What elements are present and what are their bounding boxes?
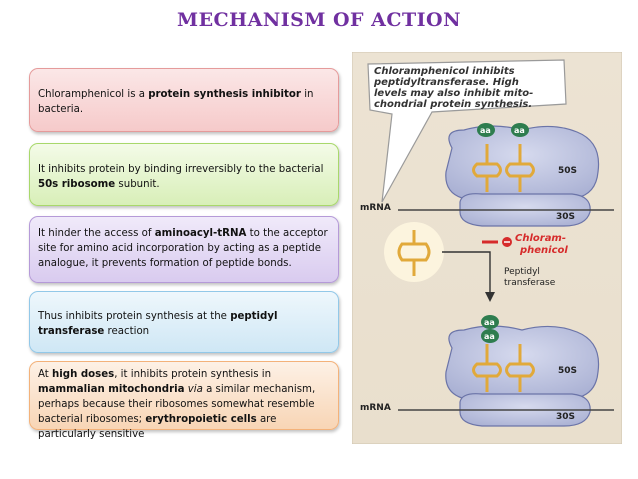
callout-line-2: peptidyltransferase. High [373, 77, 519, 88]
large-subunit-bottom [445, 325, 600, 399]
ribosome-bottom: 50S 30S aa aa mRNA [360, 315, 614, 427]
trna-right-bottom [505, 344, 535, 392]
arrow-head-icon [485, 292, 495, 302]
aa-badge-bottom-2 [481, 329, 499, 343]
enzyme-label-line2: transferase [504, 278, 556, 288]
large-subunit-top [445, 125, 600, 199]
callout-bubble [367, 59, 567, 203]
info-box-aminoacyl-trna: It hinder the access of aminoacyl-tRNA t… [29, 216, 339, 283]
aa-badge-bottom-1 [481, 315, 499, 329]
reaction-arrow [442, 251, 491, 298]
ribosome-top: 50S 30S aa aa mRNA [360, 123, 614, 227]
svg-text:aa: aa [484, 332, 495, 341]
info-box-peptidyl-transferase: Thus inhibits protein synthesis at the p… [29, 291, 339, 353]
mrna-label-bottom: mRNA [360, 403, 391, 413]
ribosome-diagram: Chloramphenicol inhibits peptidyltransfe… [351, 51, 623, 445]
callout-line-3: levels may also inhibit mito- [374, 88, 533, 99]
trna-right-top [505, 144, 535, 192]
drug-label-line2: phenicol [519, 245, 568, 256]
enzyme-label-line1: Peptidyl [504, 267, 540, 277]
callout-line-1: Chloramphenicol inhibits [374, 66, 515, 77]
trna-left-top [472, 144, 502, 192]
info-box-high-doses: At high doses, it inhibits protein synth… [29, 361, 339, 440]
label-50s-top: 50S [558, 166, 577, 176]
mrna-label-top: mRNA [360, 203, 391, 213]
drug-label-line1: Chloram- [515, 233, 566, 244]
page-title: MECHANISM OF ACTION [177, 9, 461, 31]
svg-text:aa: aa [480, 126, 491, 135]
aa-badge-right [511, 123, 529, 137]
svg-text:aa: aa [514, 126, 525, 135]
trna-left-bottom [472, 344, 502, 392]
callout-line-4: chondrial protein synthesis. [374, 99, 532, 110]
ribosome-mechanism-figure: Chloramphenicol inhibits peptidyltransfe… [351, 51, 623, 445]
label-30s-top: 30S [556, 212, 575, 222]
aa-badge-left [477, 123, 495, 137]
info-box-protein-synthesis-inhibitor: Chloramphenicol is a protein synthesis i… [29, 68, 339, 132]
label-50s-bottom: 50S [558, 366, 577, 376]
info-box-50s-binding: It inhibits protein by binding irreversi… [29, 143, 339, 206]
free-trna [384, 222, 444, 282]
svg-text:aa: aa [484, 318, 495, 327]
label-30s-bottom: 30S [556, 412, 575, 422]
